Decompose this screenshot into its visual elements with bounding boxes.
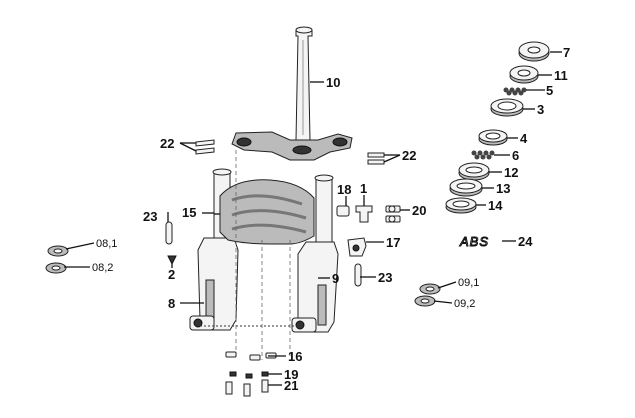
label-09-2: 09,2 [454, 298, 475, 310]
label-4: 4 [520, 131, 528, 146]
clamp-bolts [195, 139, 385, 165]
label-12: 12 [504, 165, 518, 180]
label-10: 10 [326, 75, 340, 90]
label-5: 5 [546, 83, 553, 98]
clips [165, 221, 362, 287]
label-14: 14 [488, 198, 503, 213]
label-08-2: 08,2 [92, 262, 113, 274]
label-23-right: 23 [378, 270, 392, 285]
label-23-left: 23 [143, 209, 157, 224]
bearing-stack [445, 41, 550, 214]
label-8: 8 [168, 296, 175, 311]
label-9: 9 [332, 271, 339, 286]
label-16: 16 [288, 349, 302, 364]
steering-stem [295, 26, 313, 141]
bottom-fasteners [225, 351, 277, 397]
label-7: 7 [563, 45, 570, 60]
label-18: 18 [337, 182, 351, 197]
label-2: 2 [168, 267, 175, 282]
label-22-left: 22 [160, 136, 174, 151]
right-fork-leg [291, 174, 339, 333]
label-19: 19 [284, 367, 298, 382]
triple-clamp [231, 131, 353, 161]
front-cover [214, 179, 315, 245]
label-11: 11 [554, 68, 568, 83]
label-09-1: 09,1 [458, 277, 479, 289]
leader-lines [64, 51, 562, 386]
label-6: 6 [512, 148, 519, 163]
label-3: 3 [537, 102, 544, 117]
label-21: 21 [284, 378, 298, 393]
label-17: 17 [386, 235, 400, 250]
label-13: 13 [496, 181, 510, 196]
washers [45, 245, 441, 307]
label-20: 20 [412, 203, 426, 218]
small-parts-center [336, 205, 401, 257]
label-24: 24 [518, 234, 533, 249]
label-22-right: 22 [402, 148, 416, 163]
label-1: 1 [360, 181, 367, 196]
label-08-1: 08,1 [96, 238, 117, 250]
part-labels: 7 11 5 3 4 6 12 13 14 10 22 22 15 18 1 2… [92, 45, 570, 393]
label-15: 15 [182, 205, 196, 220]
abs-label: ABS [459, 234, 489, 249]
